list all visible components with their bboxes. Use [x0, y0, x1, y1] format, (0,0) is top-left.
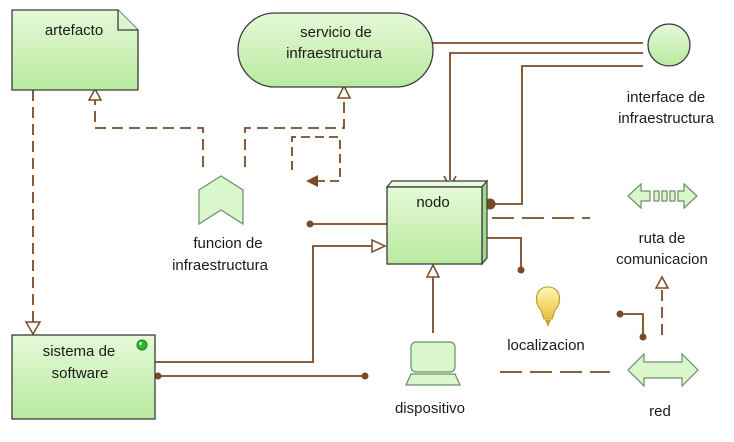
funcion-node[interactable]: funcion de infraestructura [172, 175, 269, 274]
dispositivo-node[interactable]: dispositivo [395, 341, 465, 417]
ruta-label-line2: comunicacion [616, 251, 708, 268]
connector-nodo-localizacion[interactable] [482, 237, 522, 270]
red-node[interactable]: red [627, 352, 699, 420]
arrowhead-open [24, 321, 42, 336]
red-label: red [649, 403, 671, 420]
connector-dot [306, 220, 314, 228]
sistema-label-line1: sistema de [43, 343, 116, 360]
sistema-label-line2: software [52, 365, 109, 382]
ruta-label-line1: ruta de [639, 230, 686, 247]
artefacto-label: artefacto [45, 22, 103, 39]
arrowhead-open [336, 84, 352, 99]
localizacion-node[interactable]: localizacion [507, 286, 585, 354]
arrowhead-filled [306, 175, 318, 187]
arrowhead-open [425, 263, 441, 278]
connector-funcion-servicio[interactable] [244, 96, 345, 167]
arrowhead-open [371, 238, 387, 254]
device-icon [405, 341, 461, 386]
servicio-label-line2: infraestructura [286, 45, 383, 62]
servicio-node[interactable]: servicio de infraestructura [237, 12, 434, 88]
arrowhead-open [654, 275, 670, 289]
arrowhead-open [87, 87, 103, 101]
connector-dot [639, 333, 647, 341]
location-bulb-icon [535, 286, 561, 327]
artefacto-node[interactable]: artefacto [11, 9, 139, 91]
nodo-node[interactable]: nodo [385, 179, 489, 266]
connector-dot [616, 310, 624, 318]
connector-dot [154, 372, 162, 380]
funcion-label-line1: funcion de [193, 235, 262, 252]
nodo-label: nodo [416, 194, 449, 211]
status-dot-icon [136, 339, 148, 351]
connector-sistema-nodo[interactable] [155, 245, 372, 363]
connector-dot [517, 266, 525, 274]
sistema-node[interactable]: sistema de software [11, 334, 156, 420]
connector-interface-nodo-1[interactable] [449, 52, 643, 180]
connector-localizacion-red[interactable] [620, 313, 644, 337]
connector-funcion-artefacto[interactable] [94, 92, 204, 167]
connector-funcion-self[interactable] [291, 136, 341, 182]
double-arrow-path-icon [627, 182, 698, 210]
interface-node[interactable]: interface de infraestructura [618, 23, 715, 127]
function-chevron-icon [198, 175, 244, 226]
servicio-label-line1: servicio de [300, 24, 372, 41]
connector-dot [361, 372, 369, 380]
funcion-label-line2: infraestructura [172, 257, 269, 274]
interface-label-line2: infraestructura [618, 110, 715, 127]
double-arrow-icon [627, 352, 699, 388]
dispositivo-label: dispositivo [395, 400, 465, 417]
interface-circle [647, 23, 691, 67]
interface-label-line1: interface de [627, 89, 705, 106]
localizacion-label: localizacion [507, 337, 585, 354]
ruta-node[interactable]: ruta de comunicacion [616, 182, 708, 268]
connector-interface-nodo-2[interactable] [492, 65, 643, 205]
